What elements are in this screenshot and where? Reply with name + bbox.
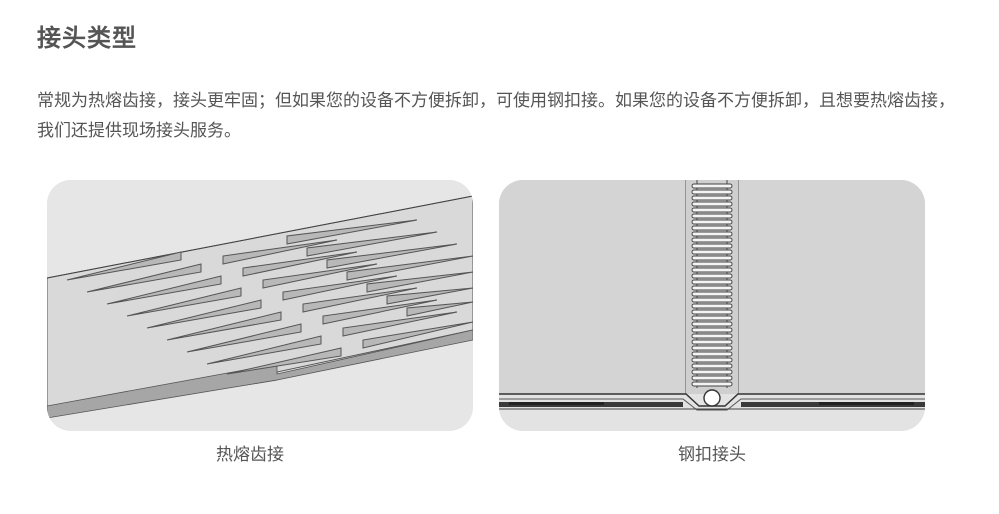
steel-clip-loop [691,375,733,381]
steel-clip-loop [691,201,733,207]
steel-clip-loop [691,249,733,255]
steel-clip-loop [691,315,733,321]
steel-clip-loop [691,363,733,369]
steel-clip-loop [691,321,733,327]
hot-melt-joint-image [47,180,473,431]
steel-clip-loop [691,345,733,351]
steel-clip-loop [691,213,733,219]
section-description: 常规为热熔齿接，接头更牢固；但如果您的设备不方便拆卸，可使用钢扣接。如果您的设备… [37,91,955,141]
steel-clip-loop [691,189,733,195]
steel-clip-loop [691,225,733,231]
steel-clip-loop [691,339,733,345]
steel-clip-loop [691,267,733,273]
steel-clip-loop [691,255,733,261]
steel-clip-loop [691,333,733,339]
steel-clip-loop [691,183,733,189]
steel-clip-loop [691,369,733,375]
steel-clip-loop [691,285,733,291]
section-title: 接头类型 [37,24,137,52]
steel-clip-loop [691,231,733,237]
steel-clip-loop [691,237,733,243]
steel-clip-joint-illustration [499,180,925,431]
steel-clip-loop [691,381,733,387]
steel-clip-loop [691,357,733,363]
steel-clip-loop [691,243,733,249]
hot-melt-joint-caption: 热熔齿接 [216,445,284,465]
hot-melt-finger-joint-illustration [47,180,473,431]
steel-clip-loop [691,303,733,309]
steel-clip-loop [691,195,733,201]
steel-clip-joint-caption: 钢扣接头 [678,445,746,465]
steel-clip-loop [691,297,733,303]
steel-clip-loop [691,207,733,213]
steel-clip-loop [691,273,733,279]
steel-clip-loop [691,327,733,333]
steel-clip-loop [691,309,733,315]
steel-clip-loop [691,279,733,285]
steel-clip-loop [691,291,733,297]
steel-clip-loop [691,261,733,267]
steel-clip-loop [691,219,733,225]
steel-clip-joint-image [499,180,925,431]
steel-clip-loop [691,351,733,357]
